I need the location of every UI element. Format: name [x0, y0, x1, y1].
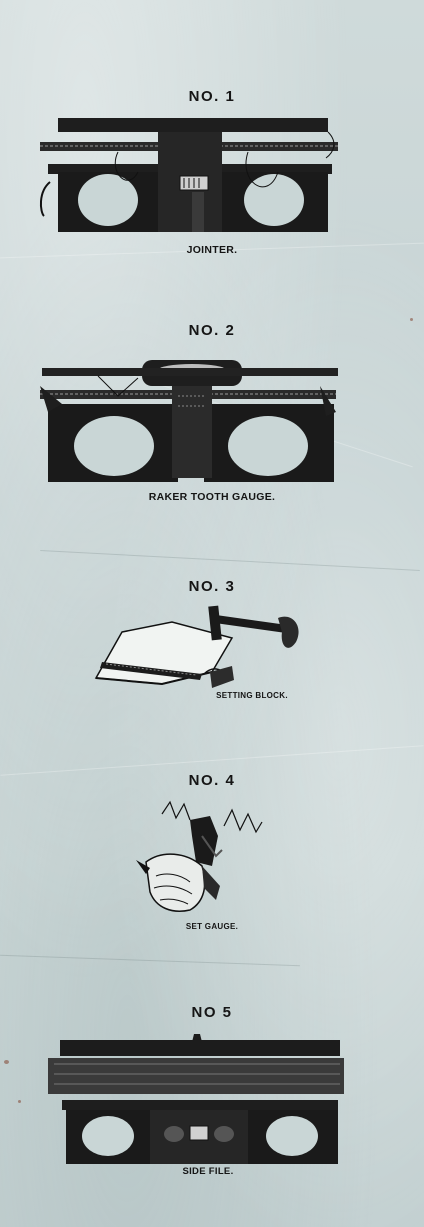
figure-5-caption: SIDE FILE.: [182, 1166, 234, 1177]
figure-1-number: NO. 1: [188, 88, 236, 105]
raker-tooth-gauge-illustration: [40, 360, 338, 482]
figure-1-caption: JOINTER.: [186, 244, 238, 256]
figure-3-number: NO. 3: [188, 578, 236, 595]
figure-5-number: NO 5: [191, 1004, 233, 1021]
set-gauge-hand-illustration: [136, 800, 263, 912]
side-file-tool-illustration: [48, 1034, 344, 1164]
figure-2-caption: RAKER TOOTH GAUGE.: [148, 491, 276, 503]
figure-4-caption: SET GAUGE.: [185, 922, 239, 931]
figure-4-number: NO. 4: [188, 772, 236, 789]
figure-3-caption: SETTING BLOCK.: [216, 691, 288, 700]
jointer-tool-illustration: [39, 118, 338, 232]
figure-2-number: NO. 2: [188, 322, 236, 339]
setting-block-hammer-illustration: [94, 605, 299, 688]
